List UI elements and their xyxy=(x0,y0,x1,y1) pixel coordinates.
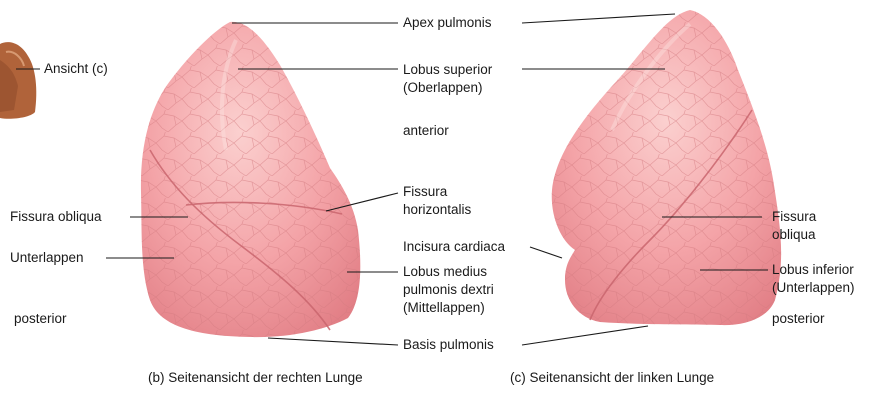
leader-incisura-cardiaca xyxy=(530,247,562,258)
label-posterior-right: posterior xyxy=(14,310,67,328)
leader-basis-left xyxy=(522,326,648,345)
leader-basis-right xyxy=(268,338,398,345)
label-fissura-obliqua-right: Fissura obliqua xyxy=(10,208,102,226)
label-lobus-medius-line3: (Mittellappen) xyxy=(403,299,494,317)
torso-thumbnail xyxy=(0,42,36,119)
label-lobus-superior-line1: Lobus superior xyxy=(403,61,492,79)
label-lobus-inferior-line1: Lobus inferior xyxy=(772,261,855,279)
label-basis-pulmonis: Basis pulmonis xyxy=(403,336,494,354)
label-fissura-obliqua-left: Fissura obliqua xyxy=(772,208,816,244)
label-incisura-cardiaca: Incisura cardiaca xyxy=(403,238,505,256)
right-lung xyxy=(130,10,370,350)
label-ansicht: Ansicht (c) xyxy=(44,60,108,78)
label-lobus-medius-line2: pulmonis dextri xyxy=(403,281,494,299)
left-lung xyxy=(540,0,800,340)
label-fissura-horizontalis-line2: horizontalis xyxy=(403,201,471,219)
label-posterior-left: posterior xyxy=(772,310,825,328)
label-unterlappen: Unterlappen xyxy=(10,249,84,267)
label-fissura-obliqua-left-line1: Fissura xyxy=(772,208,816,226)
label-lobus-inferior-line2: (Unterlappen) xyxy=(772,279,855,297)
label-lobus-medius: Lobus medius pulmonis dextri (Mittellapp… xyxy=(403,263,494,317)
label-lobus-superior-line2: (Oberlappen) xyxy=(403,79,492,97)
leader-apex-left xyxy=(522,14,675,23)
label-apex-pulmonis: Apex pulmonis xyxy=(403,14,492,32)
label-lobus-superior: Lobus superior (Oberlappen) xyxy=(403,61,492,97)
label-anterior: anterior xyxy=(403,122,449,140)
label-lobus-inferior: Lobus inferior (Unterlappen) xyxy=(772,261,855,297)
label-lobus-medius-line1: Lobus medius xyxy=(403,263,494,281)
caption-left-lung: (c) Seitenansicht der linken Lunge xyxy=(510,369,714,387)
label-fissura-horizontalis: Fissura horizontalis xyxy=(403,183,471,219)
label-fissura-obliqua-left-line2: obliqua xyxy=(772,226,816,244)
caption-right-lung: (b) Seitenansicht der rechten Lunge xyxy=(148,369,363,387)
label-fissura-horizontalis-line1: Fissura xyxy=(403,183,471,201)
